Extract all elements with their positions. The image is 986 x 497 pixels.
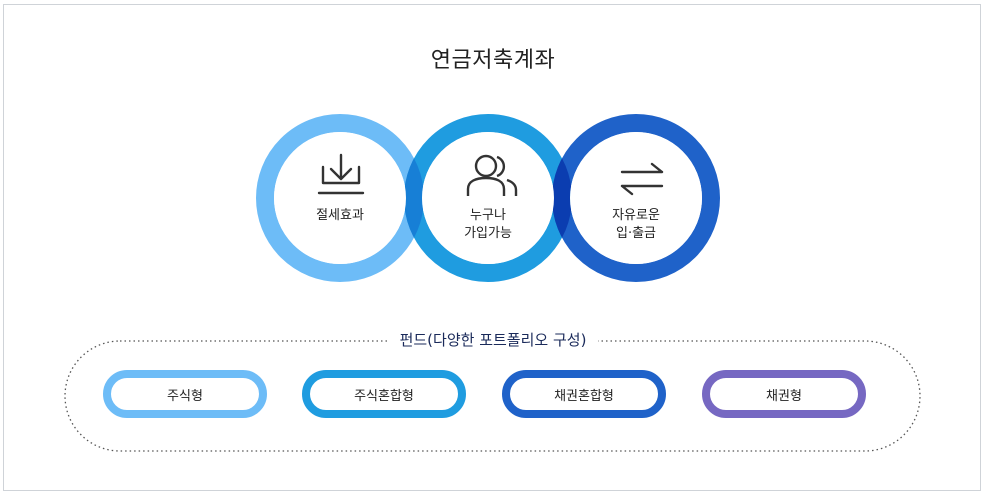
diagram-title: 연금저축계좌 bbox=[430, 48, 556, 73]
feature-label-tax-benefit: 절세효과 bbox=[316, 208, 364, 223]
feature-label-line1: 누구나 bbox=[470, 208, 506, 223]
download-icon bbox=[317, 153, 365, 195]
feature-label-free-transfer: 자유로운 입·출금 bbox=[576, 207, 696, 243]
fund-section-title: 펀드(다양한 포트폴리오 구성) bbox=[0, 329, 986, 350]
fund-type-bond-mixed: 채권혼합형 bbox=[502, 370, 666, 418]
fund-type-bond: 채권형 bbox=[702, 370, 866, 418]
transfer-arrows-icon bbox=[620, 162, 664, 196]
feature-label-line2: 가입가능 bbox=[464, 226, 512, 241]
users-icon bbox=[466, 154, 518, 196]
feature-label-line1: 자유로운 bbox=[612, 208, 660, 223]
fund-type-stock: 주식형 bbox=[103, 370, 267, 418]
feature-label-anyone-join: 누구나 가입가능 bbox=[428, 207, 548, 243]
fund-type-stock-mixed: 주식혼합형 bbox=[302, 370, 466, 418]
feature-label-line2: 입·출금 bbox=[615, 226, 656, 241]
